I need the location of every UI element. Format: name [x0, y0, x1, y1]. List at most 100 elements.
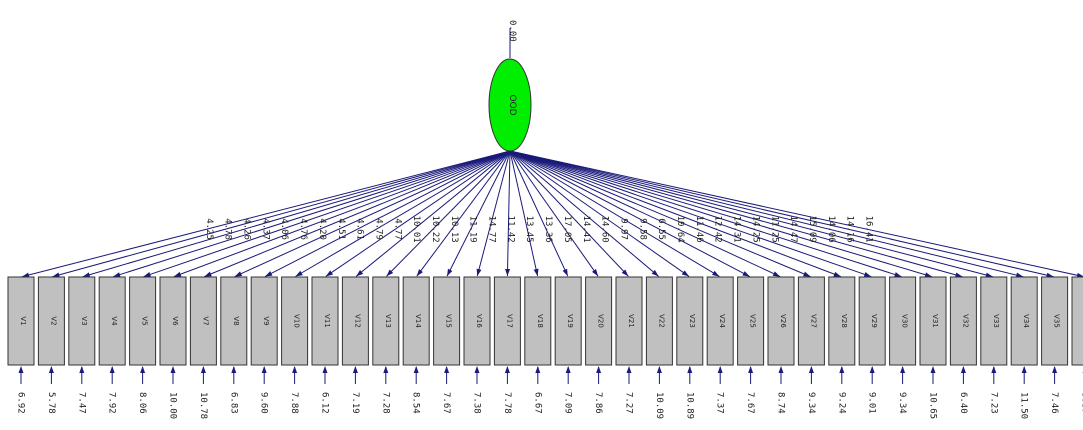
loading-arrow-v24: [509, 150, 720, 277]
loading-label-v14: 10.13: [449, 216, 459, 243]
loading-arrow-v7: [204, 150, 511, 278]
error-arrowhead-v27: [808, 366, 814, 373]
indicator-box-v1[interactable]: [7, 276, 35, 366]
loading-arrowhead-v17: [505, 268, 511, 277]
indicator-box-v24[interactable]: [706, 276, 734, 366]
loading-arrow-v23: [509, 150, 690, 277]
indicator-box-v17[interactable]: [493, 276, 521, 366]
loading-arrow-v3: [82, 150, 511, 278]
indicator-label-v13: V13: [384, 314, 392, 328]
indicator-box-v34[interactable]: [1010, 276, 1038, 366]
indicator-label-v15: V15: [445, 314, 453, 328]
indicator-box-v7[interactable]: [189, 276, 217, 366]
indicator-box-v23[interactable]: [676, 276, 704, 366]
indicator-box-v32[interactable]: [949, 276, 977, 366]
error-label-v11: 6.12: [320, 392, 330, 414]
error-arrowhead-v32: [960, 366, 966, 373]
error-label-v35: 7.46: [1049, 392, 1059, 414]
indicator-box-v10[interactable]: [281, 276, 309, 366]
loading-arrowhead-v20: [591, 269, 599, 277]
error-arrowhead-v26: [778, 366, 784, 373]
error-label-v16: 7.38: [472, 392, 482, 414]
indicator-box-v36[interactable]: [1071, 276, 1083, 366]
indicator-box-v16[interactable]: [463, 276, 491, 366]
error-label-v23: 10.89: [684, 392, 694, 419]
loading-arrow-v22: [509, 150, 659, 277]
error-label-v13: 7.28: [380, 392, 390, 414]
loading-label-v7: 4.20: [317, 218, 327, 240]
error-arrowhead-v6: [170, 366, 176, 373]
loading-arrowhead-v34: [1015, 272, 1024, 278]
error-arrowhead-v1: [18, 366, 24, 373]
loading-arrow-v15: [446, 150, 511, 277]
latent-variable[interactable]: 0.00 OOD: [488, 20, 532, 152]
indicator-box-v11[interactable]: [311, 276, 339, 366]
error-label-v20: 7.86: [593, 392, 603, 414]
loading-arrowhead-v13: [386, 269, 394, 277]
indicator-box-v15[interactable]: [433, 276, 461, 366]
loading-label-v4: 4.37: [260, 218, 270, 240]
error-label-v6: 10.00: [168, 392, 178, 419]
indicator-box-v8[interactable]: [220, 276, 248, 366]
indicator-box-v21[interactable]: [615, 276, 643, 366]
indicator-label-v3: V3: [80, 316, 88, 325]
loading-arrow-v17: [506, 150, 511, 277]
latent-ellipse[interactable]: [488, 58, 532, 152]
loading-label-v29: 14.31: [732, 216, 742, 243]
indicator-box-v30[interactable]: [889, 276, 917, 366]
latent-label: OOD: [507, 94, 517, 115]
indicator-box-v4[interactable]: [98, 276, 126, 366]
indicator-box-v2[interactable]: [37, 276, 65, 366]
error-arrowhead-v2: [48, 366, 54, 373]
indicator-box-v13[interactable]: [372, 276, 400, 366]
indicator-box-v12[interactable]: [341, 276, 369, 366]
indicator-box-v14[interactable]: [402, 276, 430, 366]
indicator-box-v33[interactable]: [980, 276, 1008, 366]
loading-label-v32: 14.47: [788, 216, 798, 243]
indicator-box-v6[interactable]: [159, 276, 187, 366]
error-label-v15: 7.67: [441, 392, 451, 414]
indicator-box-v9[interactable]: [250, 276, 278, 366]
loading-arrow-v21: [509, 150, 629, 277]
loading-arrows: [21, 150, 1083, 278]
indicator-box-v31[interactable]: [919, 276, 947, 366]
loading-arrow-v10: [295, 150, 511, 277]
error-label-v19: 7.09: [563, 392, 573, 414]
loading-arrow-v31: [509, 150, 933, 278]
indicator-box-v26[interactable]: [767, 276, 795, 366]
indicator-box-v29[interactable]: [858, 276, 886, 366]
error-label-v10: 7.88: [289, 392, 299, 414]
error-label-v18: 6.67: [532, 392, 542, 414]
indicator-box-v18[interactable]: [524, 276, 552, 366]
indicator-box-v25[interactable]: [737, 276, 765, 366]
indicator-label-v7: V7: [201, 316, 209, 325]
error-label-v9: 9.60: [259, 392, 269, 414]
loading-arrow-v2: [52, 150, 511, 278]
indicator-box-v35[interactable]: [1041, 276, 1069, 366]
loading-label-v16: 14.77: [487, 216, 497, 243]
error-arrowhead-v15: [444, 366, 450, 373]
loading-arrowhead-v30: [894, 272, 902, 277]
indicator-box-v5[interactable]: [129, 276, 157, 366]
error-arrowhead-v12: [352, 366, 358, 373]
loading-arrow-v16: [476, 150, 511, 277]
loading-arrowhead-v26: [772, 271, 781, 277]
indicator-box-v22[interactable]: [645, 276, 673, 366]
loading-arrowhead-v6: [173, 271, 182, 277]
indicator-label-v33: V33: [992, 314, 1000, 328]
error-arrowhead-v29: [869, 366, 875, 373]
indicator-label-v22: V22: [657, 314, 665, 328]
loading-label-v3: 4.26: [242, 218, 252, 240]
loading-label-v27: 11.46: [694, 216, 704, 243]
indicator-box-v20[interactable]: [585, 276, 613, 366]
indicator-box-v3[interactable]: [68, 276, 96, 366]
indicator-label-v5: V5: [141, 316, 149, 325]
loading-label-v34: 14.06: [826, 216, 836, 243]
indicator-box-v19[interactable]: [554, 276, 582, 366]
loading-label-v10: 4.79: [373, 218, 383, 240]
indicator-box-v28[interactable]: [828, 276, 856, 366]
loading-arrowhead-v7: [204, 271, 212, 277]
loading-arrowhead-v33: [985, 272, 993, 278]
error-label-v7: 10.78: [198, 392, 208, 419]
indicator-box-v27[interactable]: [797, 276, 825, 366]
